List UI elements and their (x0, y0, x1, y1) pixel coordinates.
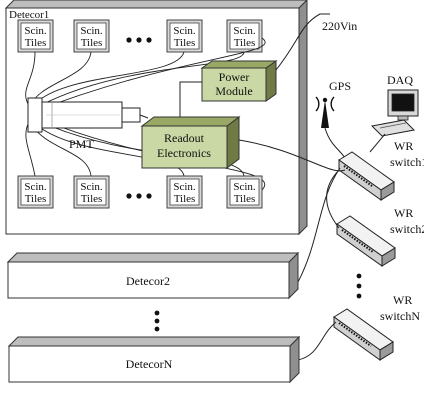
power-input-cable (275, 13, 330, 71)
power-module (200, 60, 278, 102)
tile-label-line2: Tiles (234, 37, 256, 49)
tile-label-line1: Scin. (173, 25, 196, 37)
switch2-line2: switch2 (390, 222, 424, 236)
wr-switch-1 (338, 151, 395, 201)
pmt-to-readout-wire (139, 114, 149, 119)
switch1-line2: switch1 (390, 155, 424, 169)
gps-label: GPS (329, 79, 351, 93)
scin-tile: Scin. Tiles (17, 19, 54, 53)
scin-tile: Scin. Tiles (226, 19, 263, 53)
switchN-line1: WR (393, 293, 412, 307)
readout-to-switch1-cable (238, 139, 346, 172)
power-input-label: 220Vin (322, 19, 357, 33)
tile-label-line1: Scin. (173, 181, 196, 193)
daq-computer-icon (370, 89, 419, 137)
scin-tile: Scin. Tiles (166, 175, 203, 209)
tile-label-line2: Tiles (174, 37, 196, 49)
ellipsis-dots (126, 193, 152, 199)
tile-label-line2: Tiles (174, 193, 196, 205)
switch-ellipsis (356, 273, 362, 299)
detector-2-box (6, 251, 300, 300)
tile-label-line1: Scin. (233, 25, 256, 37)
detector-1-top (4, 0, 308, 9)
daq-to-switch1-cable (369, 133, 386, 153)
top-tile-row: Scin. Tiles Scin. Tiles Scin. Tiles Scin… (17, 19, 263, 53)
detector-2-label: Detecor2 (126, 274, 170, 288)
wr-switch-2 (336, 215, 396, 267)
gps-antenna-icon (315, 96, 335, 128)
power-module-line2: Module (215, 84, 252, 98)
tile-label-line1: Scin. (233, 181, 256, 193)
detector2-to-switch1-cable (297, 167, 341, 283)
pmt (27, 97, 141, 133)
tile-label-line2: Tiles (25, 193, 47, 205)
detector-ellipsis (154, 310, 160, 332)
pmt-label: PMT (69, 137, 94, 151)
scin-tile: Scin. Tiles (226, 175, 263, 209)
tile-label-line1: Scin. (24, 25, 47, 37)
power-to-readout-wire (179, 81, 202, 117)
switch1-line1: WR (394, 139, 413, 153)
gps-to-switch1-cable (324, 127, 346, 159)
switchN-line2: switchN (380, 309, 420, 323)
network-cables (238, 139, 346, 361)
tile-label-line2: Tiles (81, 193, 103, 205)
daq-label: DAQ (387, 73, 413, 87)
tile-label-line2: Tiles (81, 37, 103, 49)
readout-line2: Electronics (157, 146, 211, 160)
ellipsis-dots (126, 37, 152, 43)
scin-tile: Scin. Tiles (73, 175, 110, 209)
readout-electronics (140, 116, 241, 169)
readout-line1: Readout (164, 131, 205, 145)
detector-1-side (298, 0, 308, 236)
tile-label-line1: Scin. (24, 181, 47, 193)
tile-label-line2: Tiles (234, 193, 256, 205)
scin-tile: Scin. Tiles (17, 175, 54, 209)
detector-n-box (7, 335, 301, 384)
switch1-to-switch2-cable (326, 169, 340, 229)
power-module-line1: Power (219, 70, 250, 84)
scin-tile: Scin. Tiles (73, 19, 110, 53)
detector-1-label: Detecor1 (9, 9, 49, 21)
bottom-tile-row: Scin. Tiles Scin. Tiles Scin. Tiles Scin… (17, 175, 263, 209)
tile-label-line2: Tiles (25, 37, 47, 49)
detectorN-to-switchN-cable (297, 321, 337, 361)
scin-tile: Scin. Tiles (166, 19, 203, 53)
switch2-line1: WR (394, 206, 413, 220)
tile-label-line1: Scin. (80, 25, 103, 37)
detector-n-label: DetecorN (126, 357, 173, 371)
tile-label-line1: Scin. (80, 181, 103, 193)
